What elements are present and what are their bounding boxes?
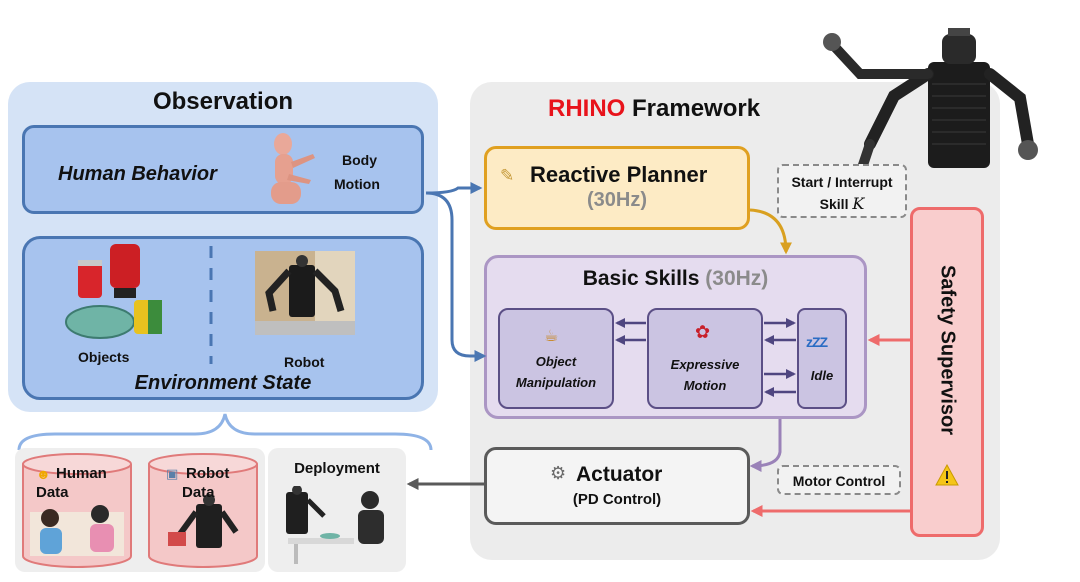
expressive-motion-box	[647, 308, 763, 409]
actuator-label: Actuator	[576, 463, 663, 486]
robot-photo-illustration	[255, 251, 355, 335]
expressive-motion-line2: Motion	[683, 378, 727, 393]
robot-label: Robot	[284, 354, 325, 370]
start-interrupt-var: K	[852, 194, 865, 213]
gear-icon: ⚙	[550, 463, 567, 483]
humanoid-robot-illustration	[823, 28, 1038, 179]
motion-label: Motion	[334, 176, 380, 192]
objects-label: Objects	[78, 349, 130, 365]
robot-data-label-1: Robot	[186, 465, 230, 482]
framework-title: RHINO Framework	[548, 95, 760, 123]
robot-face-icon: ▣	[166, 466, 179, 481]
human-data-label-1: Human	[56, 465, 107, 482]
motor-control-label: Motor Control	[792, 473, 886, 489]
actuator-sub: (PD Control)	[572, 491, 662, 508]
expressive-motion-line1: Expressive	[670, 357, 740, 372]
start-interrupt-skill: Skill	[819, 196, 849, 212]
idle-label: Idle	[810, 368, 834, 383]
observation-title: Observation	[152, 88, 294, 115]
idle-zzz-icon: zZZ	[806, 334, 828, 350]
safety-supervisor-label: Safety Supervisor	[936, 264, 959, 436]
dashed-divider	[209, 246, 213, 364]
start-interrupt-line1: Start / Interrupt	[791, 174, 893, 190]
observation-bracket	[17, 413, 433, 451]
basic-skills-label: Basic Skills	[582, 267, 700, 290]
idle-box	[797, 308, 847, 409]
body-label: Body	[342, 152, 377, 168]
start-interrupt-line2: Skill K	[779, 194, 905, 213]
human-behavior-label: Human Behavior	[58, 163, 217, 185]
framework-title-accent: RHINO	[548, 95, 626, 122]
warning-icon	[935, 464, 959, 486]
deployment-illustration	[286, 486, 384, 564]
reactive-planner-hz: (30Hz)	[586, 189, 647, 211]
human-behavior-box	[22, 125, 424, 214]
basic-skills-title: Basic Skills (30Hz)	[484, 267, 867, 291]
human-data-cylinder	[22, 453, 132, 568]
object-manipulation-box	[498, 308, 614, 409]
environment-state-label: Environment State	[134, 372, 312, 394]
human-figure-illustration	[271, 133, 315, 204]
start-interrupt-note: Start / Interrupt Skill K	[777, 164, 907, 218]
memo-icon: ✎	[500, 166, 515, 185]
robot-data-label-2: Data	[182, 484, 215, 501]
actuator-box	[484, 447, 750, 525]
beer-mug-icon: ☕	[544, 328, 559, 345]
deployment-label: Deployment	[294, 460, 380, 477]
motor-control-note: Motor Control	[777, 465, 901, 495]
object-manipulation-line1: Object	[535, 354, 577, 369]
reactive-planner-label: Reactive Planner	[530, 162, 708, 187]
basic-skills-hz: (30Hz)	[705, 267, 769, 290]
human-data-label-2: Data	[36, 484, 69, 501]
object-manipulation-line2: Manipulation	[515, 375, 597, 390]
smiley-icon: ☻	[36, 466, 51, 482]
reactive-planner-box	[484, 146, 750, 230]
objects-illustration	[65, 244, 162, 339]
dancer-icon: ✿	[695, 322, 711, 342]
robot-data-cylinder	[148, 453, 258, 568]
framework-title-rest: Framework	[632, 95, 761, 122]
